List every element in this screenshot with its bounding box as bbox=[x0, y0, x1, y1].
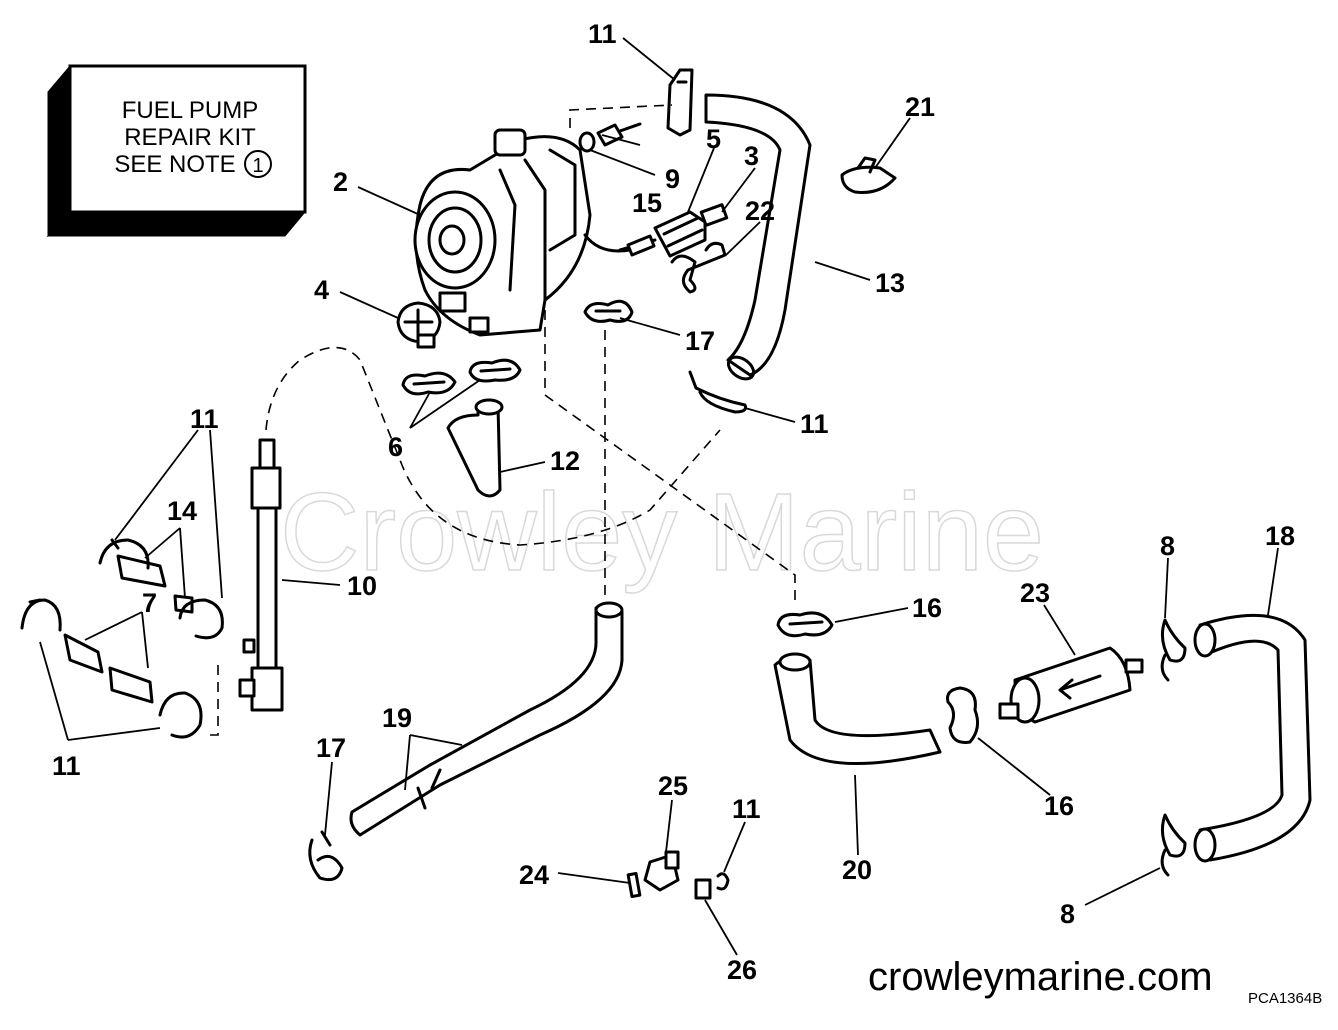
callout-9: 9 bbox=[665, 164, 680, 194]
fuel-pump-repair-kit-box: FUEL PUMP REPAIR KIT SEE NOTE 1 bbox=[46, 64, 307, 238]
part-7-connectors bbox=[63, 633, 154, 704]
callout-19: 19 bbox=[382, 703, 412, 733]
part-10-fuel-line bbox=[238, 438, 284, 712]
callout-11-right: 11 bbox=[800, 409, 829, 439]
callout-11-top: 11 bbox=[588, 19, 617, 49]
part-11-clamp-top bbox=[666, 68, 694, 137]
part-9-screw bbox=[596, 122, 642, 147]
callout-8-upper: 8 bbox=[1160, 531, 1175, 561]
callout-5: 5 bbox=[706, 124, 721, 154]
website-text: crowleymarine.com bbox=[868, 955, 1213, 999]
part-16-clamp-lower bbox=[946, 686, 980, 744]
callout-3: 3 bbox=[744, 141, 759, 171]
watermark-text: Crowley Marine bbox=[280, 471, 1044, 594]
callout-10: 10 bbox=[347, 571, 377, 601]
callout-labels: 2 3 4 5 6 7 8 8 9 10 11 11 11 11 11 12 1… bbox=[52, 19, 1295, 985]
note-circle-icon bbox=[244, 150, 272, 178]
callout-25: 25 bbox=[658, 771, 688, 801]
callout-22: 22 bbox=[745, 196, 775, 226]
kit-line-1: FUEL PUMP bbox=[122, 97, 258, 124]
part-8-clamp-lower bbox=[1160, 813, 1187, 877]
callout-4: 4 bbox=[314, 275, 329, 305]
callout-17-lower: 17 bbox=[316, 733, 346, 763]
callout-11-small: 11 bbox=[732, 794, 761, 824]
callout-18: 18 bbox=[1265, 521, 1295, 551]
drawing-code: PCA1364B bbox=[1248, 990, 1322, 1007]
callout-14: 14 bbox=[167, 496, 197, 526]
part-26-sleeve bbox=[694, 878, 712, 900]
callout-26: 26 bbox=[727, 955, 757, 985]
routing-dashed-lines bbox=[205, 104, 796, 736]
callout-20: 20 bbox=[842, 855, 872, 885]
part-25-tee-fitting bbox=[643, 850, 680, 892]
callout-11-left-top: 11 bbox=[190, 404, 219, 434]
leader-lines bbox=[39, 37, 1279, 956]
part-18-hose bbox=[1198, 613, 1312, 862]
callout-7: 7 bbox=[142, 588, 157, 618]
fuel-pump-assembly bbox=[413, 128, 632, 337]
part-21-tee bbox=[840, 156, 897, 194]
kit-line-2: REPAIR KIT bbox=[124, 124, 256, 151]
part-8-clamp-upper bbox=[1160, 618, 1187, 682]
part-23-fuel-filter bbox=[998, 646, 1144, 724]
part-11-clamp-small bbox=[716, 872, 730, 891]
part-17-clamp-upper bbox=[583, 299, 634, 323]
callout-13: 13 bbox=[875, 268, 905, 298]
callout-16-lower: 16 bbox=[1044, 791, 1074, 821]
callout-12: 12 bbox=[550, 446, 580, 476]
part-15-washer bbox=[578, 131, 596, 153]
part-20-hose bbox=[773, 655, 942, 765]
part-16-clamp-upper bbox=[776, 611, 834, 638]
callout-2: 2 bbox=[333, 167, 348, 197]
part-6-clamps bbox=[401, 358, 522, 396]
part-24-connector bbox=[626, 871, 642, 899]
part-11-clamp-mid bbox=[688, 370, 747, 414]
callout-15: 15 bbox=[632, 188, 662, 218]
part-14-tube bbox=[116, 554, 194, 614]
part-13-hose bbox=[704, 93, 812, 377]
part-12-hose bbox=[446, 403, 502, 498]
part-11-clamps-left bbox=[20, 538, 224, 739]
callout-16-upper: 16 bbox=[912, 593, 942, 623]
kit-line-3: SEE NOTE bbox=[114, 151, 235, 178]
callout-24: 24 bbox=[519, 860, 549, 890]
callout-6: 6 bbox=[388, 432, 403, 462]
part-5-check-valve bbox=[618, 203, 729, 258]
note-number: 1 bbox=[252, 155, 263, 177]
part-22-clip bbox=[670, 241, 727, 294]
callout-8-lower: 8 bbox=[1060, 899, 1075, 929]
callout-21: 21 bbox=[905, 92, 935, 122]
callout-11-left-bottom: 11 bbox=[52, 751, 81, 781]
callout-17-upper: 17 bbox=[685, 326, 715, 356]
part-17-clamp-lower bbox=[308, 830, 344, 882]
callout-23: 23 bbox=[1020, 578, 1050, 608]
part-4-fitting bbox=[396, 301, 442, 349]
